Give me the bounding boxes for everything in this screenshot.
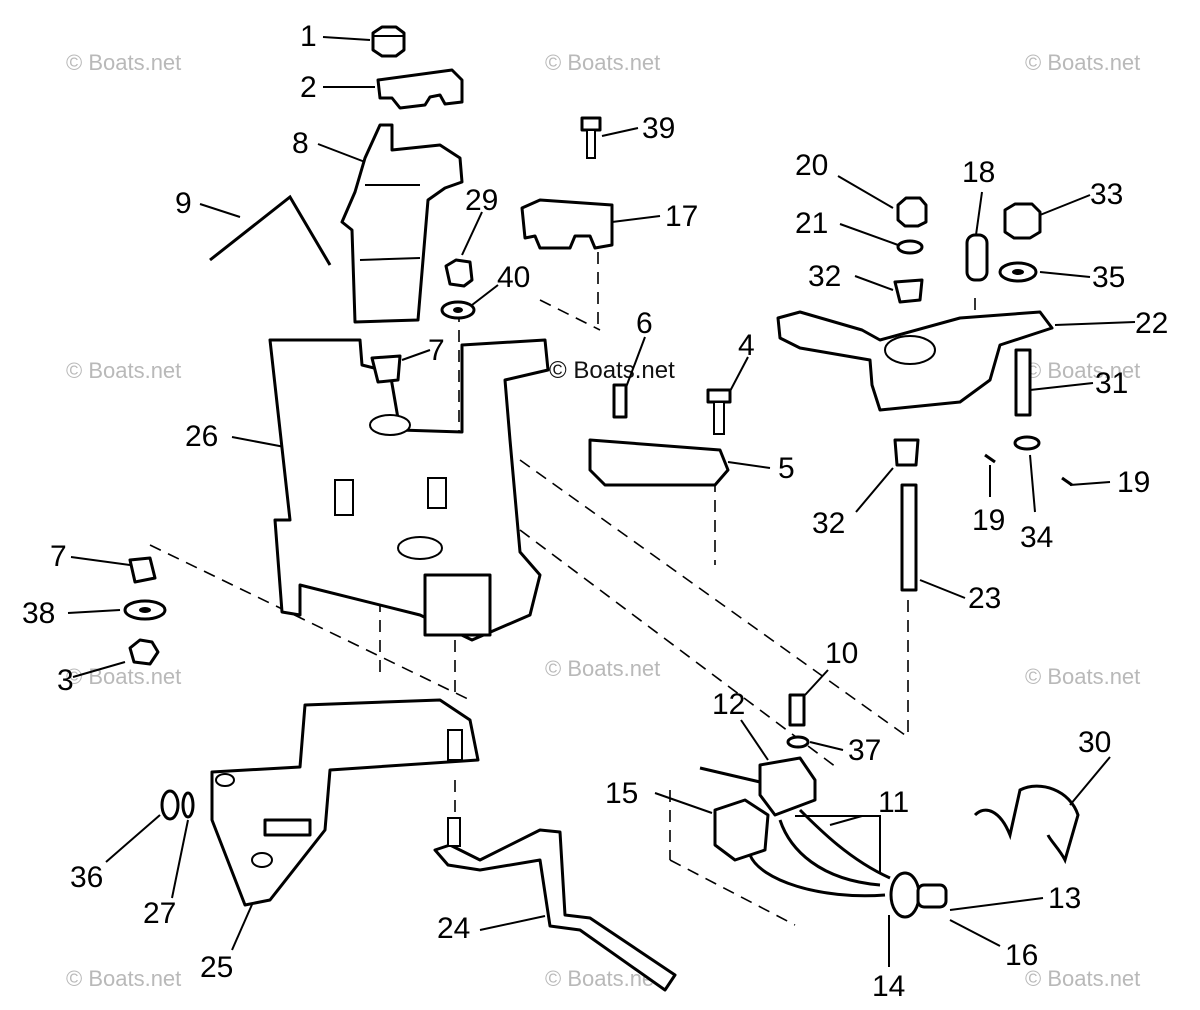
callout-label: 12	[712, 688, 745, 721]
callout-label: 8	[292, 127, 309, 160]
nut-part-36	[160, 789, 180, 821]
mounting-plate-part-25	[210, 698, 480, 907]
callout-label: 38	[22, 597, 55, 630]
callout-label: 19	[1117, 466, 1150, 499]
bushing-part-7b	[128, 556, 157, 584]
callout-label: 20	[795, 149, 828, 182]
callout-label: 29	[465, 184, 498, 217]
callout-label: 23	[968, 582, 1001, 615]
callout-label: 35	[1092, 261, 1125, 294]
washer-part-34	[1013, 435, 1041, 451]
watermark-center: © Boats.net	[549, 357, 675, 384]
parts-drawings	[123, 25, 1080, 992]
callout-label: 32	[808, 260, 841, 293]
watermark: © Boats.net	[66, 664, 181, 689]
wire-harness-part-11	[778, 819, 881, 887]
callout-label: 11	[878, 786, 909, 819]
clamp-part-17	[520, 198, 614, 250]
callout-label: 9	[175, 187, 192, 220]
callout-label: 2	[300, 71, 317, 104]
watermark: © Boats.net	[1025, 50, 1140, 75]
main-bracket-part-26	[268, 338, 550, 642]
callout-label: 37	[848, 734, 881, 767]
callout-label: 15	[605, 777, 638, 810]
callout-label: 21	[795, 207, 828, 240]
cotter-pin-part-19a	[984, 453, 996, 464]
watermark: © Boats.net	[66, 358, 181, 383]
nut-part-33	[1003, 202, 1042, 240]
watermark: © Boats.net	[66, 966, 181, 991]
callout-label: 7	[428, 334, 445, 367]
grommet-part-14	[889, 871, 921, 919]
callout-label: 6	[636, 307, 653, 340]
screw-part-25-bolt	[263, 818, 312, 837]
bolt-part-39	[580, 116, 602, 132]
callout-label: 3	[57, 664, 74, 697]
watermark: © Boats.net	[1025, 664, 1140, 689]
callout-label: 4	[738, 329, 755, 362]
cotter-pin-part-19b	[1061, 476, 1073, 487]
washer-part-21	[896, 239, 924, 255]
lever-rod-part-24	[433, 828, 677, 992]
watermark: © Boats.net	[545, 656, 660, 681]
callout-label: 1	[300, 20, 317, 53]
callout-label: 33	[1090, 178, 1123, 211]
pin-part-6	[612, 383, 628, 419]
callout-label: 14	[872, 970, 905, 1003]
callout-label: 13	[1048, 882, 1081, 915]
watermark: © Boats.net	[1025, 966, 1140, 991]
callout-label: 22	[1135, 307, 1168, 340]
callout-label: 19	[972, 504, 1005, 537]
callout-label: 40	[497, 261, 530, 294]
callout-label: 27	[143, 897, 176, 930]
callout-label: 24	[437, 912, 470, 945]
screw-part-4	[706, 388, 732, 404]
nut-part-29	[444, 258, 474, 288]
callout-label: 34	[1020, 521, 1053, 554]
bushing-part-32a	[893, 278, 924, 304]
nut-part-3	[128, 638, 160, 666]
bracket-part-8	[340, 123, 464, 324]
watermark: © Boats.net	[1025, 358, 1140, 383]
callout-label: 10	[825, 637, 858, 670]
spring-clip-part-30	[973, 784, 1080, 865]
bushing-part-7a	[370, 354, 402, 384]
callout-label: 17	[665, 200, 698, 233]
switch-part-15	[713, 798, 770, 862]
nut-part-1	[371, 25, 406, 58]
nut-part-20	[896, 196, 928, 228]
callout-label: 39	[642, 112, 675, 145]
stud-part-23	[900, 483, 918, 592]
stud-part-31	[1014, 348, 1032, 417]
callout-label: 32	[812, 507, 845, 540]
connector-part-13	[916, 883, 948, 909]
pin-part-18	[965, 233, 989, 282]
switch-part-12	[758, 756, 817, 817]
bushing-part-32b	[893, 438, 920, 467]
callout-label: 7	[50, 540, 67, 573]
callout-label: 16	[1005, 939, 1038, 972]
callout-label: 31	[1095, 367, 1128, 400]
watermark: © Boats.net	[545, 50, 660, 75]
callout-numbers: 1 2 8 9 29 40 7 26 39 17 6 4 5 20 21 32 …	[22, 20, 1168, 1003]
leader-lines	[67, 36, 1136, 967]
callout-label: 36	[70, 861, 103, 894]
watermarks: © Boats.net © Boats.net © Boats.net © Bo…	[66, 50, 1140, 991]
callout-label: 5	[778, 452, 795, 485]
screw-part-10	[788, 693, 806, 727]
callout-label: 30	[1078, 726, 1111, 759]
block-part-5	[588, 438, 730, 487]
watermark: © Boats.net	[66, 50, 181, 75]
spring-part-9	[209, 194, 332, 266]
washer-part-27	[181, 791, 195, 819]
callout-label: 25	[200, 951, 233, 984]
callout-label: 18	[962, 156, 995, 189]
callout-label: 26	[185, 420, 218, 453]
washer-part-37	[786, 735, 810, 749]
plate-part-2	[376, 68, 464, 110]
